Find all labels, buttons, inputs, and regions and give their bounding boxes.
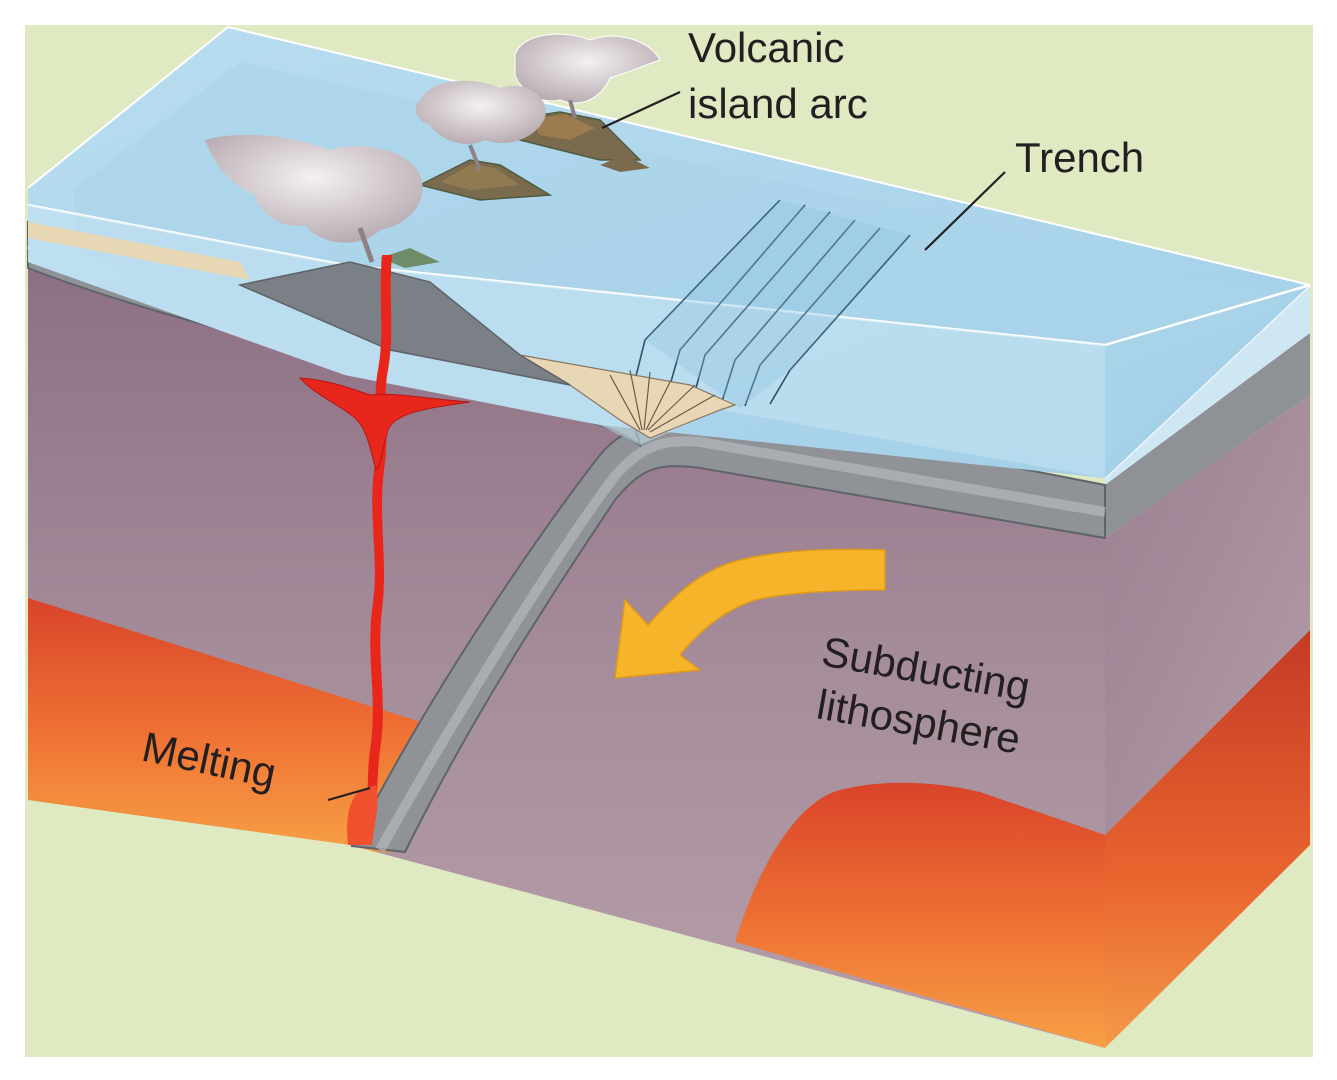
asthenosphere-left <box>28 598 440 852</box>
subduction-arrow <box>614 548 886 679</box>
melting-leader <box>327 786 371 802</box>
cloud-right <box>514 33 661 104</box>
cloud-left <box>205 134 423 243</box>
ocean-edge-top <box>27 26 229 189</box>
asthenosphere-right <box>735 782 1105 1048</box>
trench-ridge-shade <box>645 200 910 408</box>
trench-leader <box>924 171 1006 251</box>
magma-chamber <box>298 377 471 471</box>
cloud-middle <box>415 80 546 145</box>
sediment-strip <box>28 222 250 280</box>
slab-core-highlight <box>375 436 1106 853</box>
volcanic-islands <box>380 111 650 268</box>
wedge-lines <box>609 369 716 433</box>
label-volcanic-line1: Volcanic <box>688 24 844 71</box>
front-bottom-edge <box>28 800 1105 1048</box>
islet-small <box>600 155 650 172</box>
volcanic-leader <box>601 91 681 129</box>
subducting-slab <box>350 408 1106 854</box>
block-side-face <box>1104 284 1311 1048</box>
magma-conduit <box>298 255 471 845</box>
label-trench: Trench <box>1015 134 1144 181</box>
label-volcanic-line2: island arc <box>688 80 868 127</box>
accretionary-wedge <box>519 354 737 439</box>
ocean-edge-back <box>227 26 1311 286</box>
ash-clouds <box>205 33 661 263</box>
islet-small-2 <box>380 248 440 268</box>
